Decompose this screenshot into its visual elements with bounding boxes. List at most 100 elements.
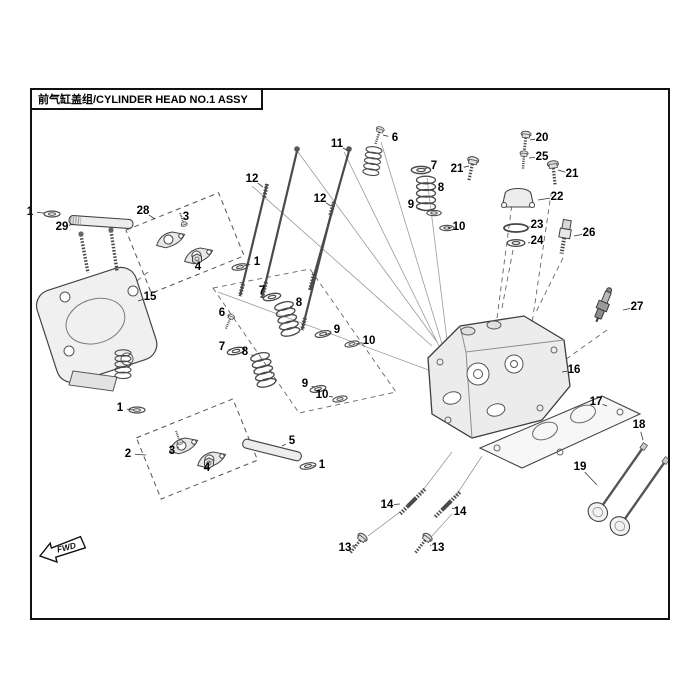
- head-gasket: [478, 395, 642, 469]
- cylinder-head: [427, 315, 571, 439]
- part-callout-25: 25: [536, 151, 549, 163]
- part-callout-15: 15: [144, 291, 157, 303]
- leader-line-24: [527, 242, 531, 244]
- washer: [506, 239, 526, 247]
- part-callout-2: 2: [125, 448, 131, 460]
- leader-line-21: [463, 165, 470, 168]
- leader-line-2: [134, 454, 147, 456]
- leader-line-10: [328, 395, 334, 398]
- leader-line-3: [177, 446, 180, 448]
- part-callout-17: 17: [590, 396, 603, 408]
- fwd-label: FWD: [56, 540, 77, 554]
- leader-line-17: [602, 404, 608, 407]
- leader-line-13: [429, 544, 432, 546]
- leader-line-11: [342, 147, 349, 152]
- rocker-shaft: [68, 214, 134, 230]
- leader-line-25: [528, 157, 536, 159]
- rocker-box-lower: [135, 398, 259, 500]
- part-callout-10: 10: [453, 221, 466, 233]
- leader-line-21: [557, 169, 566, 173]
- leader-line-1: [126, 408, 134, 411]
- part-callout-28: 28: [137, 205, 150, 217]
- valve: [583, 437, 655, 527]
- leader-line-15: [137, 298, 144, 302]
- leader-line-18: [640, 431, 644, 441]
- part-callout-7: 7: [259, 285, 265, 297]
- leader-line-28: [148, 214, 156, 220]
- o-ring: [503, 223, 529, 233]
- bolt: [517, 149, 530, 171]
- flange-bolt: [409, 530, 436, 558]
- leader-line-14: [393, 503, 401, 505]
- leader-line-1: [36, 212, 45, 214]
- part-callout-3: 3: [169, 445, 175, 457]
- leader-line-12: [257, 182, 264, 188]
- leader-line-12: [325, 202, 332, 207]
- part-callout-7: 7: [219, 341, 225, 353]
- leader-line-8: [251, 354, 255, 357]
- part-callout-23: 23: [531, 219, 544, 231]
- cover-stud: [79, 234, 90, 274]
- part-callout-13: 13: [432, 542, 445, 554]
- leader-line-8: [289, 305, 293, 308]
- valve-spring: [415, 175, 437, 212]
- leader-line-29: [68, 223, 75, 226]
- part-callout-24: 24: [531, 235, 544, 247]
- leader-line-1: [243, 263, 251, 267]
- part-callout-1: 1: [117, 402, 124, 414]
- washer: [331, 394, 349, 404]
- part-callout-1: 1: [319, 459, 326, 471]
- part-callout-8: 8: [296, 297, 303, 309]
- leader-line-4: [208, 461, 210, 464]
- part-callout-13: 13: [339, 542, 352, 554]
- part-callout-4: 4: [204, 462, 211, 474]
- part-callout-6: 6: [392, 132, 398, 144]
- spring-retainer: [426, 209, 442, 217]
- callout-leader-lines: [36, 134, 644, 547]
- temp-sensor: [558, 218, 572, 254]
- leader-line-13: [351, 544, 357, 547]
- explosion-axis-lines: [217, 141, 483, 537]
- leader-line-9: [417, 207, 426, 212]
- washer: [43, 210, 61, 218]
- part-callout-14: 14: [381, 499, 394, 511]
- part-callout-11: 11: [331, 138, 344, 150]
- screw: [370, 124, 387, 147]
- rocker-arm: [153, 227, 188, 251]
- long-studs: [238, 146, 352, 331]
- part-callout-27: 27: [631, 301, 644, 313]
- part-callout-21: 21: [566, 168, 579, 180]
- part-callout-8: 8: [438, 182, 445, 194]
- valve-spring-set-top: [361, 124, 455, 232]
- part-callout-10: 10: [316, 389, 329, 401]
- leader-line-16: [561, 370, 568, 373]
- valve-spring: [361, 145, 383, 178]
- bolt: [545, 158, 563, 188]
- leader-line-10: [355, 342, 363, 345]
- valve: [605, 451, 677, 541]
- part-callout-7: 7: [431, 160, 437, 172]
- part-callout-26: 26: [583, 227, 596, 239]
- leader-line-5: [281, 443, 286, 447]
- valve-cover-assembly: [35, 227, 158, 392]
- part-callout-10: 10: [363, 335, 376, 347]
- page-title: 前气缸盖组/CYLINDER HEAD NO.1 ASSY: [38, 94, 248, 106]
- leader-line-22: [537, 197, 551, 201]
- part-callout-14: 14: [454, 506, 467, 518]
- thermostat-cover: [501, 187, 535, 208]
- leader-line-7: [268, 293, 271, 296]
- part-callout-1: 1: [254, 256, 261, 268]
- title-box: 前气缸盖组/CYLINDER HEAD NO.1 ASSY: [30, 88, 263, 110]
- part-callout-20: 20: [536, 132, 549, 144]
- part-callout-21: 21: [451, 163, 464, 175]
- leader-line-8: [429, 188, 435, 191]
- part-callout-9: 9: [302, 378, 308, 390]
- bolt: [517, 129, 533, 155]
- part-callout-3: 3: [183, 211, 189, 223]
- part-callout-22: 22: [551, 191, 564, 203]
- part-callout-8: 8: [242, 346, 249, 358]
- part-callout-5: 5: [289, 435, 296, 447]
- valve-spring: [249, 350, 278, 390]
- part-callout-6: 6: [219, 307, 225, 319]
